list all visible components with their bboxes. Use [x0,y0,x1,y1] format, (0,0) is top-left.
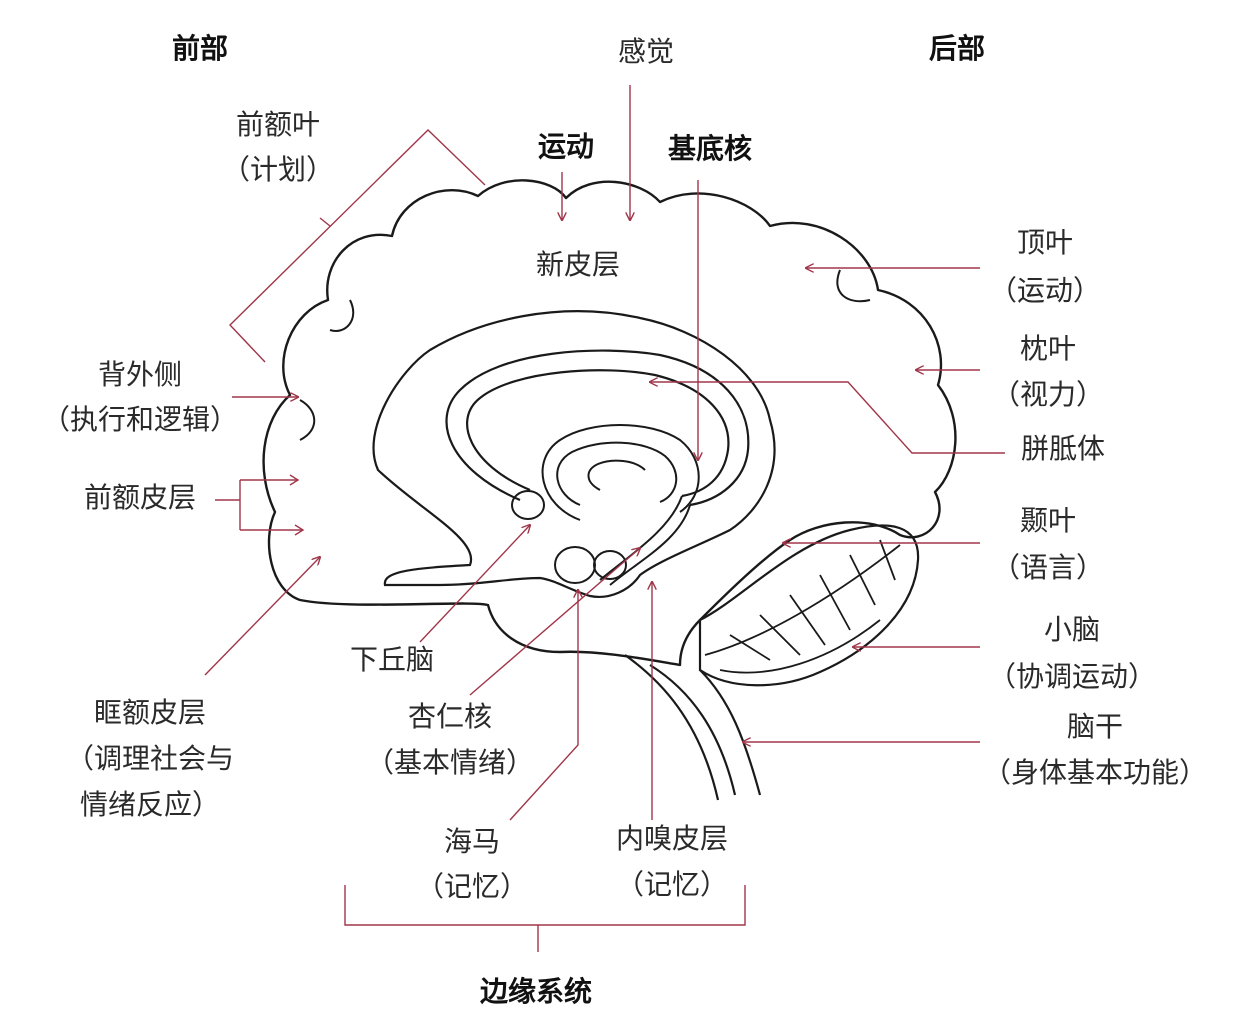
neocortex-label: 新皮层 [535,248,621,281]
amygdala-sub: （基本情绪） [365,746,535,779]
dorsolateral-label: 背外侧 [97,358,183,391]
basal-ganglia-label: 基底核 [667,132,753,165]
cerebrum-outline [262,179,957,667]
entorhinal-sub: （记忆） [615,868,729,901]
fornix-arc-3 [587,459,646,491]
temporal-label: 颞叶 [1019,504,1077,537]
orbitofrontal-sub-2: 情绪反应） [79,788,221,821]
dorsolateral-sub: （执行和逻辑） [41,403,239,436]
motor-label: 运动 [537,130,595,163]
parietal-sub: （运动） [988,274,1102,307]
orbitofrontal-label: 眶额皮层 [93,696,207,729]
amygdala-shape [554,546,596,584]
amygdala-inner [593,550,627,580]
limbic-bracket [344,885,746,952]
occipital-sub: （视力） [991,378,1105,411]
fornix-arc-2 [556,441,678,506]
prefrontal-lobe-sub: （计划） [221,153,335,186]
corpus-callosum-arc-2 [466,369,730,498]
cerebellum-outline [698,524,920,687]
prefrontal-bracket [229,129,486,363]
prefrontal-cortex-label: 前额皮层 [83,481,197,514]
entorhinal-label: 内嗅皮层 [615,822,729,855]
pfc-arrow-1 [289,474,300,486]
orbitofrontal-pointer [204,557,320,676]
fornix-arc-1 [541,424,700,521]
temporal-sub: （语言） [991,551,1105,584]
pfc-bracket [215,479,303,531]
hypothalamus-shape [511,490,545,520]
brainstem-outline [624,654,762,801]
hippocampus-sub: （记忆） [415,870,529,903]
hypothalamus-pointer [419,525,530,643]
cerebellum-folia [704,539,901,674]
parietal-label: 顶叶 [1016,226,1074,259]
pfc-arrow-2 [294,524,305,536]
back-label: 后部 [928,32,986,65]
cerebellum-label: 小脑 [1043,613,1101,646]
corpus-callosum-arc-1 [445,349,750,507]
hippocampus-label: 海马 [443,825,501,858]
gyri [299,269,871,441]
hypothalamus-label: 下丘脑 [349,643,435,676]
cerebellum-sub: （协调运动） [987,660,1157,693]
hippocampus-pointer [509,590,578,821]
brainstem-sub: （身体基本功能） [982,756,1208,789]
orbitofrontal-sub-1: （调理社会与 [65,742,235,775]
brainstem-label: 脑干 [1066,710,1124,743]
amygdala-label: 杏仁核 [407,700,493,733]
sense-label: 感觉 [617,35,675,68]
limbic-system-label: 边缘系统 [479,975,593,1008]
inner-limbic-outline [372,310,776,598]
amygdala-pointer [469,548,640,696]
corpus-callosum-pointer [650,382,1005,454]
front-label: 前部 [171,32,229,65]
corpus-callosum-label: 胼胝体 [1020,432,1106,465]
occipital-label: 枕叶 [1019,332,1077,365]
prefrontal-bracket-tick [319,217,331,227]
prefrontal-lobe-label: 前额叶 [235,108,321,141]
